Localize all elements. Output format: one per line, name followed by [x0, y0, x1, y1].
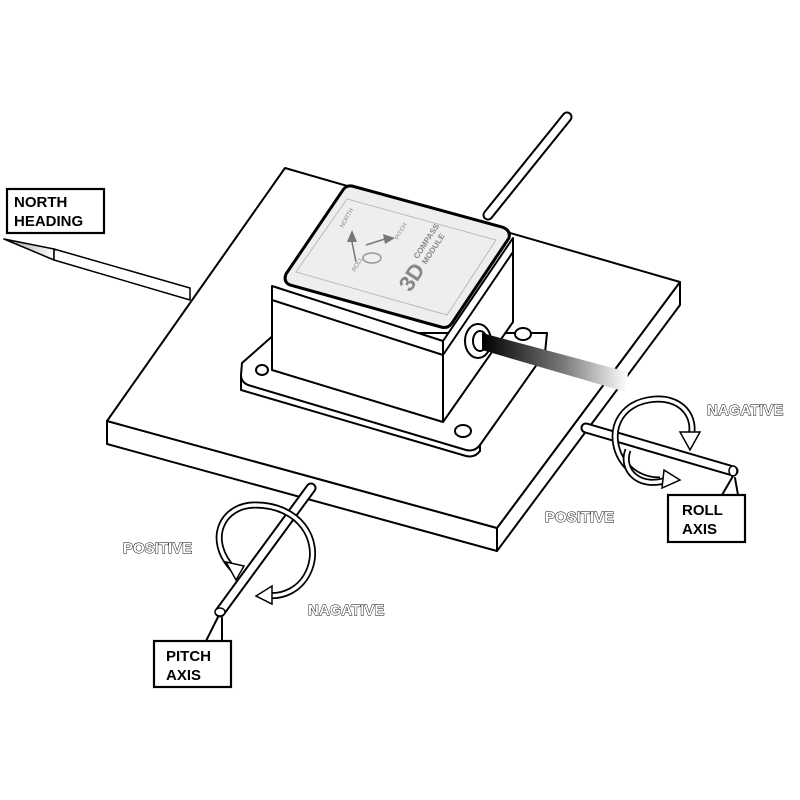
cable [482, 333, 628, 392]
mount-hole-left [255, 364, 269, 376]
pitch-arrowhead-negative [254, 584, 273, 606]
compass-module: 3D COMPASS MODULE NORTH PITCH ROLL [271, 184, 514, 423]
pitch-axis-rod [214, 482, 317, 618]
pitch-positive-label: POSITIVE [123, 540, 192, 557]
back-rod [482, 111, 573, 221]
north-heading-line2: HEADING [14, 213, 83, 230]
mount-hole-right [514, 327, 532, 341]
roll-positive-label: POSITIVE [545, 509, 614, 526]
pitch-axis-line1: PITCH [166, 648, 211, 665]
roll-rotation-arrow [611, 395, 702, 490]
north-heading-line1: NORTH [14, 194, 67, 211]
module-top [283, 184, 511, 329]
roll-axis-line2: AXIS [682, 521, 717, 538]
pitch-arrowhead-positive [224, 560, 246, 582]
roll-negative-label: NAGATIVE [707, 402, 783, 419]
north-heading-label: NORTH HEADING [5, 187, 106, 235]
mount-hole-front [454, 424, 472, 438]
roll-axis-line1: ROLL [682, 502, 723, 519]
roll-axis-rod [580, 422, 739, 477]
roll-arrowhead-positive [661, 468, 682, 490]
pitch-rotation-arrow [215, 501, 317, 606]
pitch-negative-label: NAGATIVE [308, 602, 384, 619]
pitch-axis-label: PITCH AXIS [152, 616, 233, 689]
north-heading-needle [3, 238, 191, 301]
pitch-axis-line2: AXIS [166, 667, 201, 684]
roll-arrowhead-negative [678, 431, 702, 452]
roll-axis-label: ROLL AXIS [666, 475, 747, 544]
